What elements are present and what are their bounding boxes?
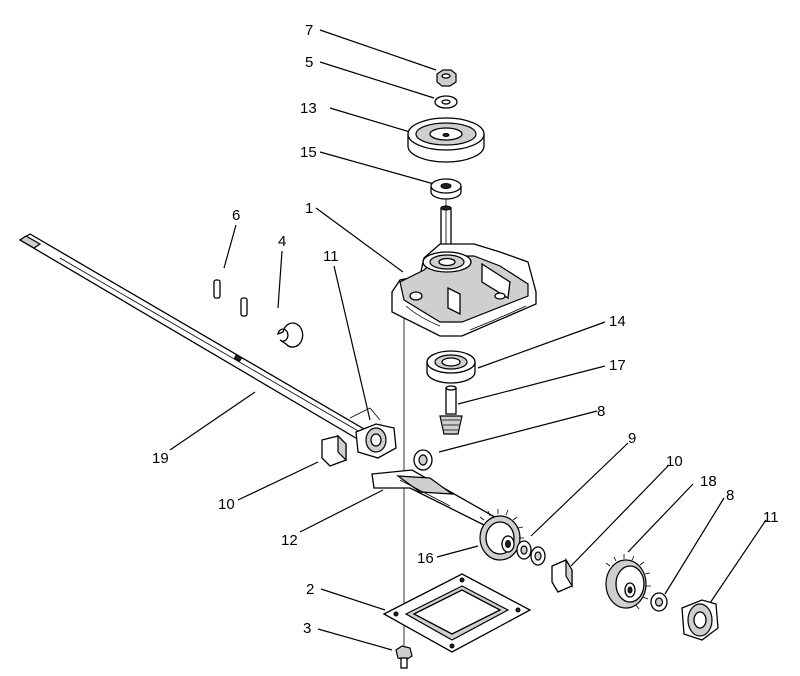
callout-17: 17	[609, 357, 626, 374]
part-10-bushing-right	[551, 557, 573, 593]
part-16-drive-gear	[479, 509, 524, 561]
callout-7: 7	[305, 22, 313, 39]
part-18-gear	[605, 554, 651, 610]
part-3-screw	[395, 645, 413, 669]
callout-8-mid: 8	[597, 403, 605, 420]
part-6-pins	[213, 279, 248, 317]
part-19-axle	[18, 233, 381, 445]
leader-lines	[169, 29, 767, 651]
callout-10-right: 10	[666, 453, 683, 470]
callout-6: 6	[232, 207, 240, 224]
input-shaft	[440, 205, 452, 249]
part-4-clip	[277, 322, 304, 348]
part-17-pinion	[439, 385, 463, 435]
callout-3: 3	[303, 620, 311, 637]
part-2-cover	[382, 573, 532, 653]
part-7-nut	[436, 69, 457, 87]
part-1-gear-housing	[391, 243, 537, 337]
callout-19: 19	[152, 450, 169, 467]
callout-11-left: 11	[323, 248, 339, 265]
part-5-washer	[434, 95, 458, 109]
callout-16: 16	[417, 550, 434, 567]
callout-labels: 7 5 13 15 6 1 4 11 14 17 8 19 9 10 18 8 …	[152, 22, 779, 637]
part-9-washers	[516, 540, 546, 566]
callout-9: 9	[628, 430, 636, 447]
callout-5: 5	[305, 54, 313, 71]
callout-4: 4	[278, 233, 286, 250]
part-14-bearing	[426, 350, 476, 384]
part-11-bushing-right	[681, 599, 719, 641]
callout-8-right: 8	[726, 487, 734, 504]
callout-14: 14	[609, 313, 626, 330]
callout-1: 1	[305, 200, 313, 217]
callout-12: 12	[281, 532, 298, 549]
part-10-bushing-left	[321, 434, 347, 467]
callout-2: 2	[306, 581, 314, 598]
callout-13: 13	[300, 100, 317, 117]
part-12-shaft	[371, 469, 501, 533]
part-8-washer-right	[650, 592, 668, 612]
part-8-washer-mid	[413, 449, 433, 471]
part-13-pulley	[407, 117, 485, 163]
callout-11-right: 11	[763, 509, 779, 526]
callout-10-left: 10	[218, 496, 235, 513]
part-11-bushing-left	[355, 423, 397, 459]
part-15-spacer	[430, 178, 462, 200]
callout-15: 15	[300, 144, 317, 161]
callout-18: 18	[700, 473, 717, 490]
